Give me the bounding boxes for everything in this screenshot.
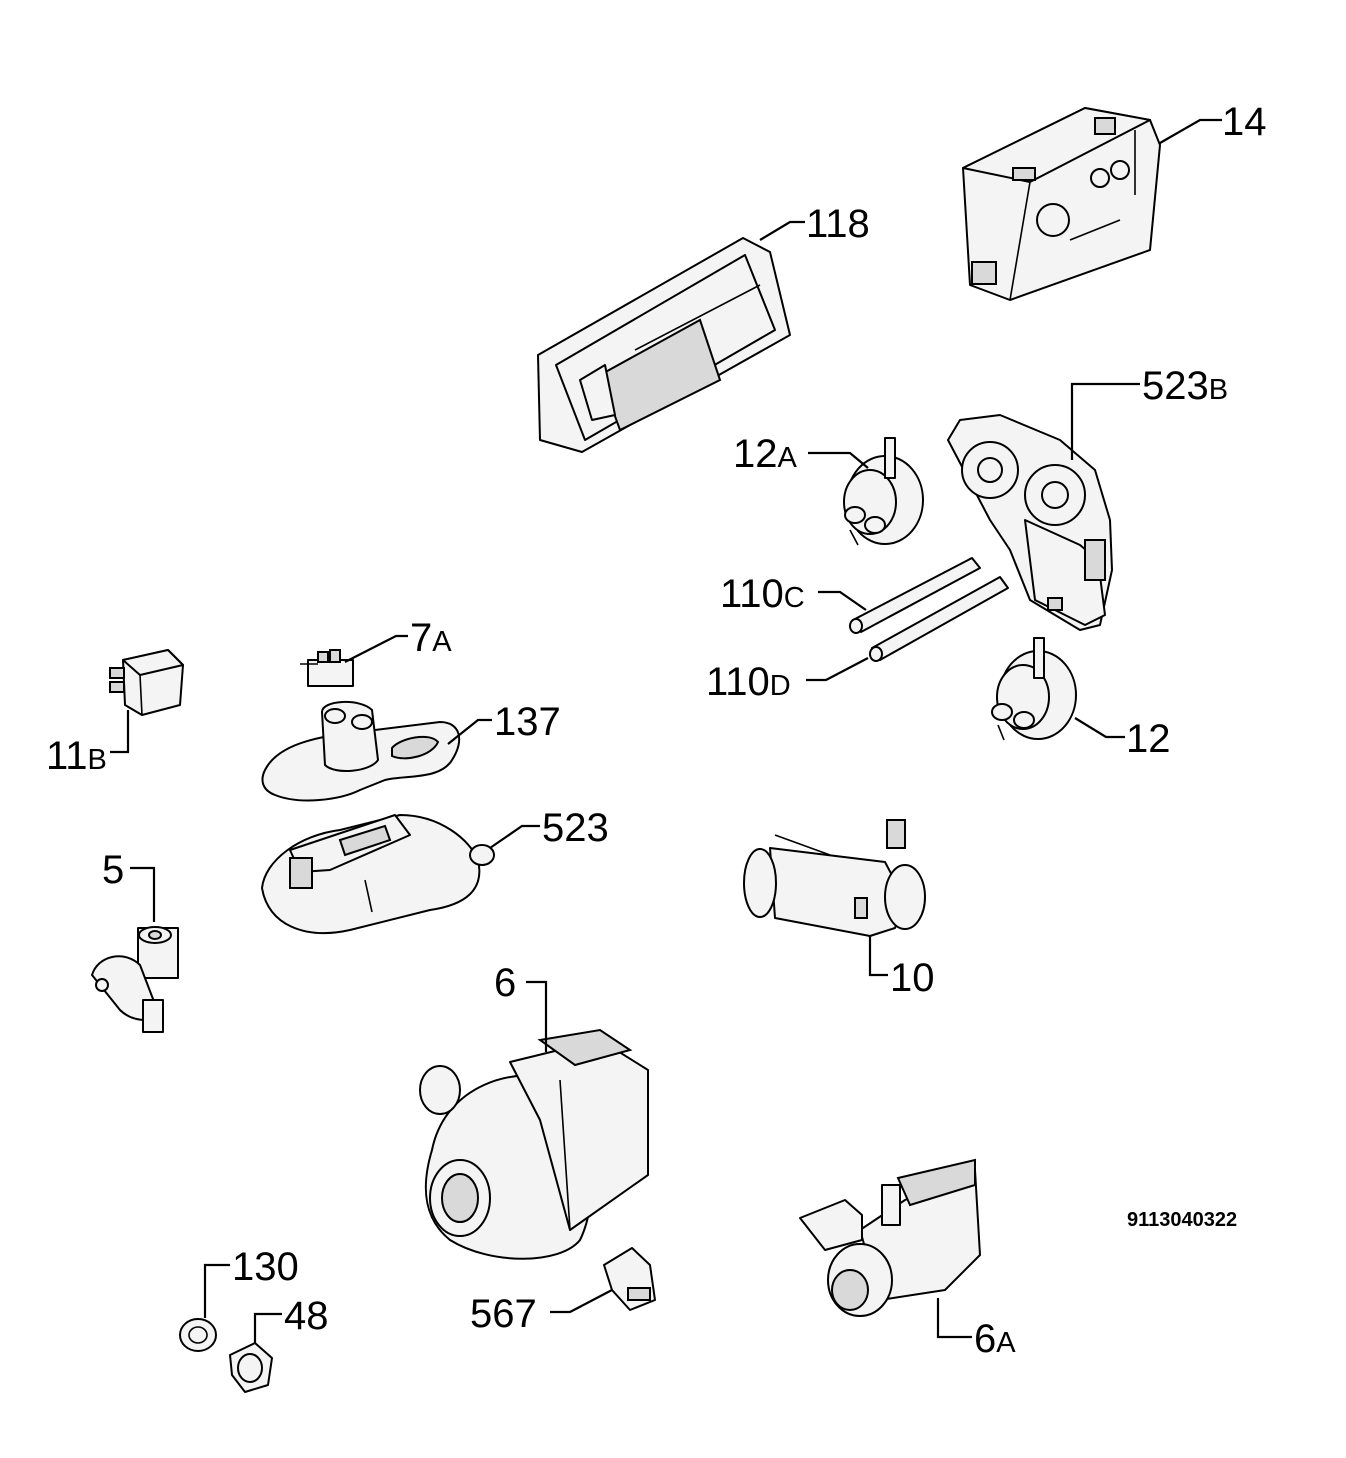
leader-line-6a <box>936 1298 972 1339</box>
inlet-valve-5 <box>91 926 179 1033</box>
label-10: 10 <box>890 956 935 1000</box>
label-110c: 110C <box>720 572 805 616</box>
label-523: 523 <box>542 806 609 850</box>
label-118: 118 <box>806 202 870 246</box>
label-6a: 6A <box>974 1317 1016 1361</box>
leader-line-130 <box>203 1263 230 1318</box>
drain-pump-6a <box>799 1158 981 1317</box>
relay-11b <box>109 649 184 716</box>
label-11b: 11B <box>46 734 107 778</box>
door-lock-523 <box>261 814 495 934</box>
cover-137 <box>261 700 461 802</box>
plug-48 <box>229 1342 273 1393</box>
leader-line-10 <box>868 935 888 977</box>
leader-line-11b <box>110 710 130 754</box>
label-7a: 7A <box>410 616 452 660</box>
label-110d: 110D <box>706 660 791 704</box>
leader-line-137 <box>447 718 492 745</box>
label-48: 48 <box>284 1294 329 1338</box>
diagram-code: 9113040322 <box>1127 1209 1238 1231</box>
label-130: 130 <box>232 1245 299 1289</box>
label-5: 5 <box>102 848 125 892</box>
leader-line-6 <box>526 980 548 1052</box>
micro-switch-7a <box>300 649 354 687</box>
leader-line-110c <box>818 590 867 611</box>
leader-line-7a <box>344 634 408 663</box>
leader-line-5 <box>130 866 156 922</box>
leader-line-523b <box>1070 382 1140 460</box>
leader-line-12a <box>808 451 869 469</box>
leader-line-110d <box>806 657 869 682</box>
leader-line-12 <box>1074 717 1125 739</box>
label-12a: 12A <box>733 432 797 476</box>
label-567: 567 <box>470 1292 537 1336</box>
clip-567 <box>603 1247 656 1311</box>
leader-line-523 <box>489 824 540 849</box>
leader-line-48 <box>253 1312 282 1343</box>
label-6: 6 <box>494 961 517 1005</box>
gasket-130 <box>179 1318 217 1352</box>
leader-line-118 <box>759 220 805 241</box>
label-523b: 523B <box>1142 364 1229 408</box>
hose-110d <box>869 576 1009 662</box>
label-137: 137 <box>494 700 561 744</box>
pressure-switch-12a <box>843 437 924 546</box>
door-lock-523b <box>947 414 1113 631</box>
heater-10 <box>743 819 926 937</box>
leader-line-567 <box>550 1289 613 1314</box>
hose-110c <box>849 557 981 634</box>
pressure-switch-12 <box>991 637 1077 741</box>
label-14: 14 <box>1222 100 1267 144</box>
circulation-pump-6 <box>419 1028 649 1260</box>
dispenser-118 <box>537 237 791 453</box>
label-12: 12 <box>1126 717 1171 761</box>
leader-line-14 <box>1159 118 1222 144</box>
control-module-14 <box>962 107 1161 301</box>
